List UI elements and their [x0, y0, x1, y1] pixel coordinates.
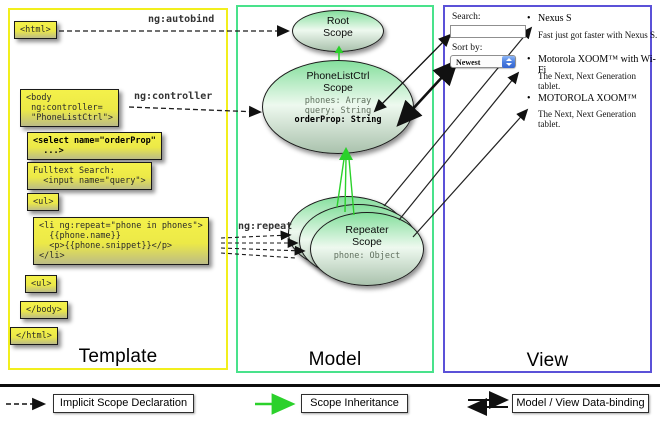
root-scope-title: Scope	[323, 27, 353, 39]
legend-scope-inheritance: Scope Inheritance	[301, 394, 408, 413]
phone-item-title: Motorola XOOM™ with Wi-Fi	[538, 54, 656, 76]
code-line: <html>	[20, 25, 51, 35]
phone-item-desc: The Next, Next Generation tablet.	[538, 109, 636, 129]
scope-property: orderProp: String	[294, 115, 382, 125]
root-scope-ellipse: Root Scope	[292, 10, 384, 52]
code-line: <input name="query">	[33, 176, 146, 186]
code-line: </body>	[26, 305, 62, 315]
code-line: ...>	[33, 146, 64, 156]
legend-separator	[0, 384, 660, 387]
code-line: <ul>	[33, 197, 54, 207]
code-select: <select name="orderProp" ...>	[27, 132, 162, 160]
code-line: <ul>	[31, 279, 52, 289]
repeater-scope-ellipse: Repeater Scope phone: Object	[310, 212, 424, 286]
phonelistctrl-scope-ellipse: PhoneListCtrl Scope phones: Array query:…	[262, 60, 414, 154]
legend-arrow-binding	[467, 391, 509, 416]
repeater-scope-title: Repeater	[345, 224, 389, 236]
scope-property: phone: Object	[333, 251, 401, 261]
phone-item-title: MOTOROLA XOOM™	[538, 93, 637, 104]
bullet-icon: •	[527, 54, 531, 65]
code-line: <li ng:repeat="phone in phones">	[39, 221, 203, 231]
phonelistctrl-scope-title: Scope	[323, 82, 353, 94]
dropdown-stepper-icon[interactable]	[502, 56, 515, 68]
code-line: "PhoneListCtrl">	[26, 113, 113, 123]
code-ul-open: <ul>	[27, 193, 60, 211]
search-input[interactable]	[450, 25, 526, 38]
sort-by-label: Sort by:	[452, 43, 483, 53]
legend-implicit-scope: Implicit Scope Declaration	[53, 394, 194, 413]
scope-property: query: String	[304, 105, 372, 116]
search-label: Search:	[452, 12, 481, 22]
code-ul-close: <ul>	[25, 275, 58, 293]
code-line: </html>	[16, 331, 52, 341]
code-line: <p>{{phone.snippet}}</p>	[39, 241, 173, 251]
ng-autobind-label: ng:autobind	[148, 14, 215, 25]
sort-select-value: Newest	[456, 58, 481, 67]
view-column-label: View	[526, 350, 569, 371]
root-scope-title: Root	[326, 15, 350, 27]
sort-select[interactable]: Newest	[450, 55, 516, 68]
repeater-scope-title: Scope	[352, 236, 382, 248]
code-line: {{phone.name}}	[39, 231, 121, 241]
code-line: </li>	[39, 251, 65, 261]
code-html-open: <html>	[14, 21, 57, 39]
template-column-label: Template	[78, 346, 158, 367]
legend-model-view-binding: Model / View Data-binding	[512, 394, 649, 413]
phone-item-desc: Fast just got faster with Nexus S.	[538, 30, 658, 40]
model-column-label: Model	[308, 349, 362, 370]
code-li-repeat: <li ng:repeat="phone in phones"> {{phone…	[33, 217, 209, 265]
ng-controller-label: ng:controller	[134, 91, 213, 102]
scope-property: phones: Array	[304, 96, 372, 106]
bullet-icon: •	[527, 93, 531, 104]
phonelistctrl-scope-title: PhoneListCtrl	[306, 70, 370, 82]
code-html-close: </html>	[10, 327, 58, 345]
code-line: ng:controller=	[26, 103, 103, 113]
phone-item-title: Nexus S	[538, 13, 572, 24]
code-body-open: <body ng:controller= "PhoneListCtrl">	[20, 89, 119, 127]
bullet-icon: •	[527, 13, 531, 24]
code-fulltext: Fulltext Search: <input name="query">	[27, 162, 152, 190]
code-line: <select name="orderProp"	[33, 136, 156, 146]
code-body-close: </body>	[20, 301, 68, 319]
code-line: <body	[26, 93, 52, 103]
code-line: Fulltext Search:	[33, 166, 115, 176]
ng-repeat-label: ng:repeat	[238, 221, 293, 232]
phone-item-desc: The Next, Next Generation tablet.	[538, 71, 636, 91]
